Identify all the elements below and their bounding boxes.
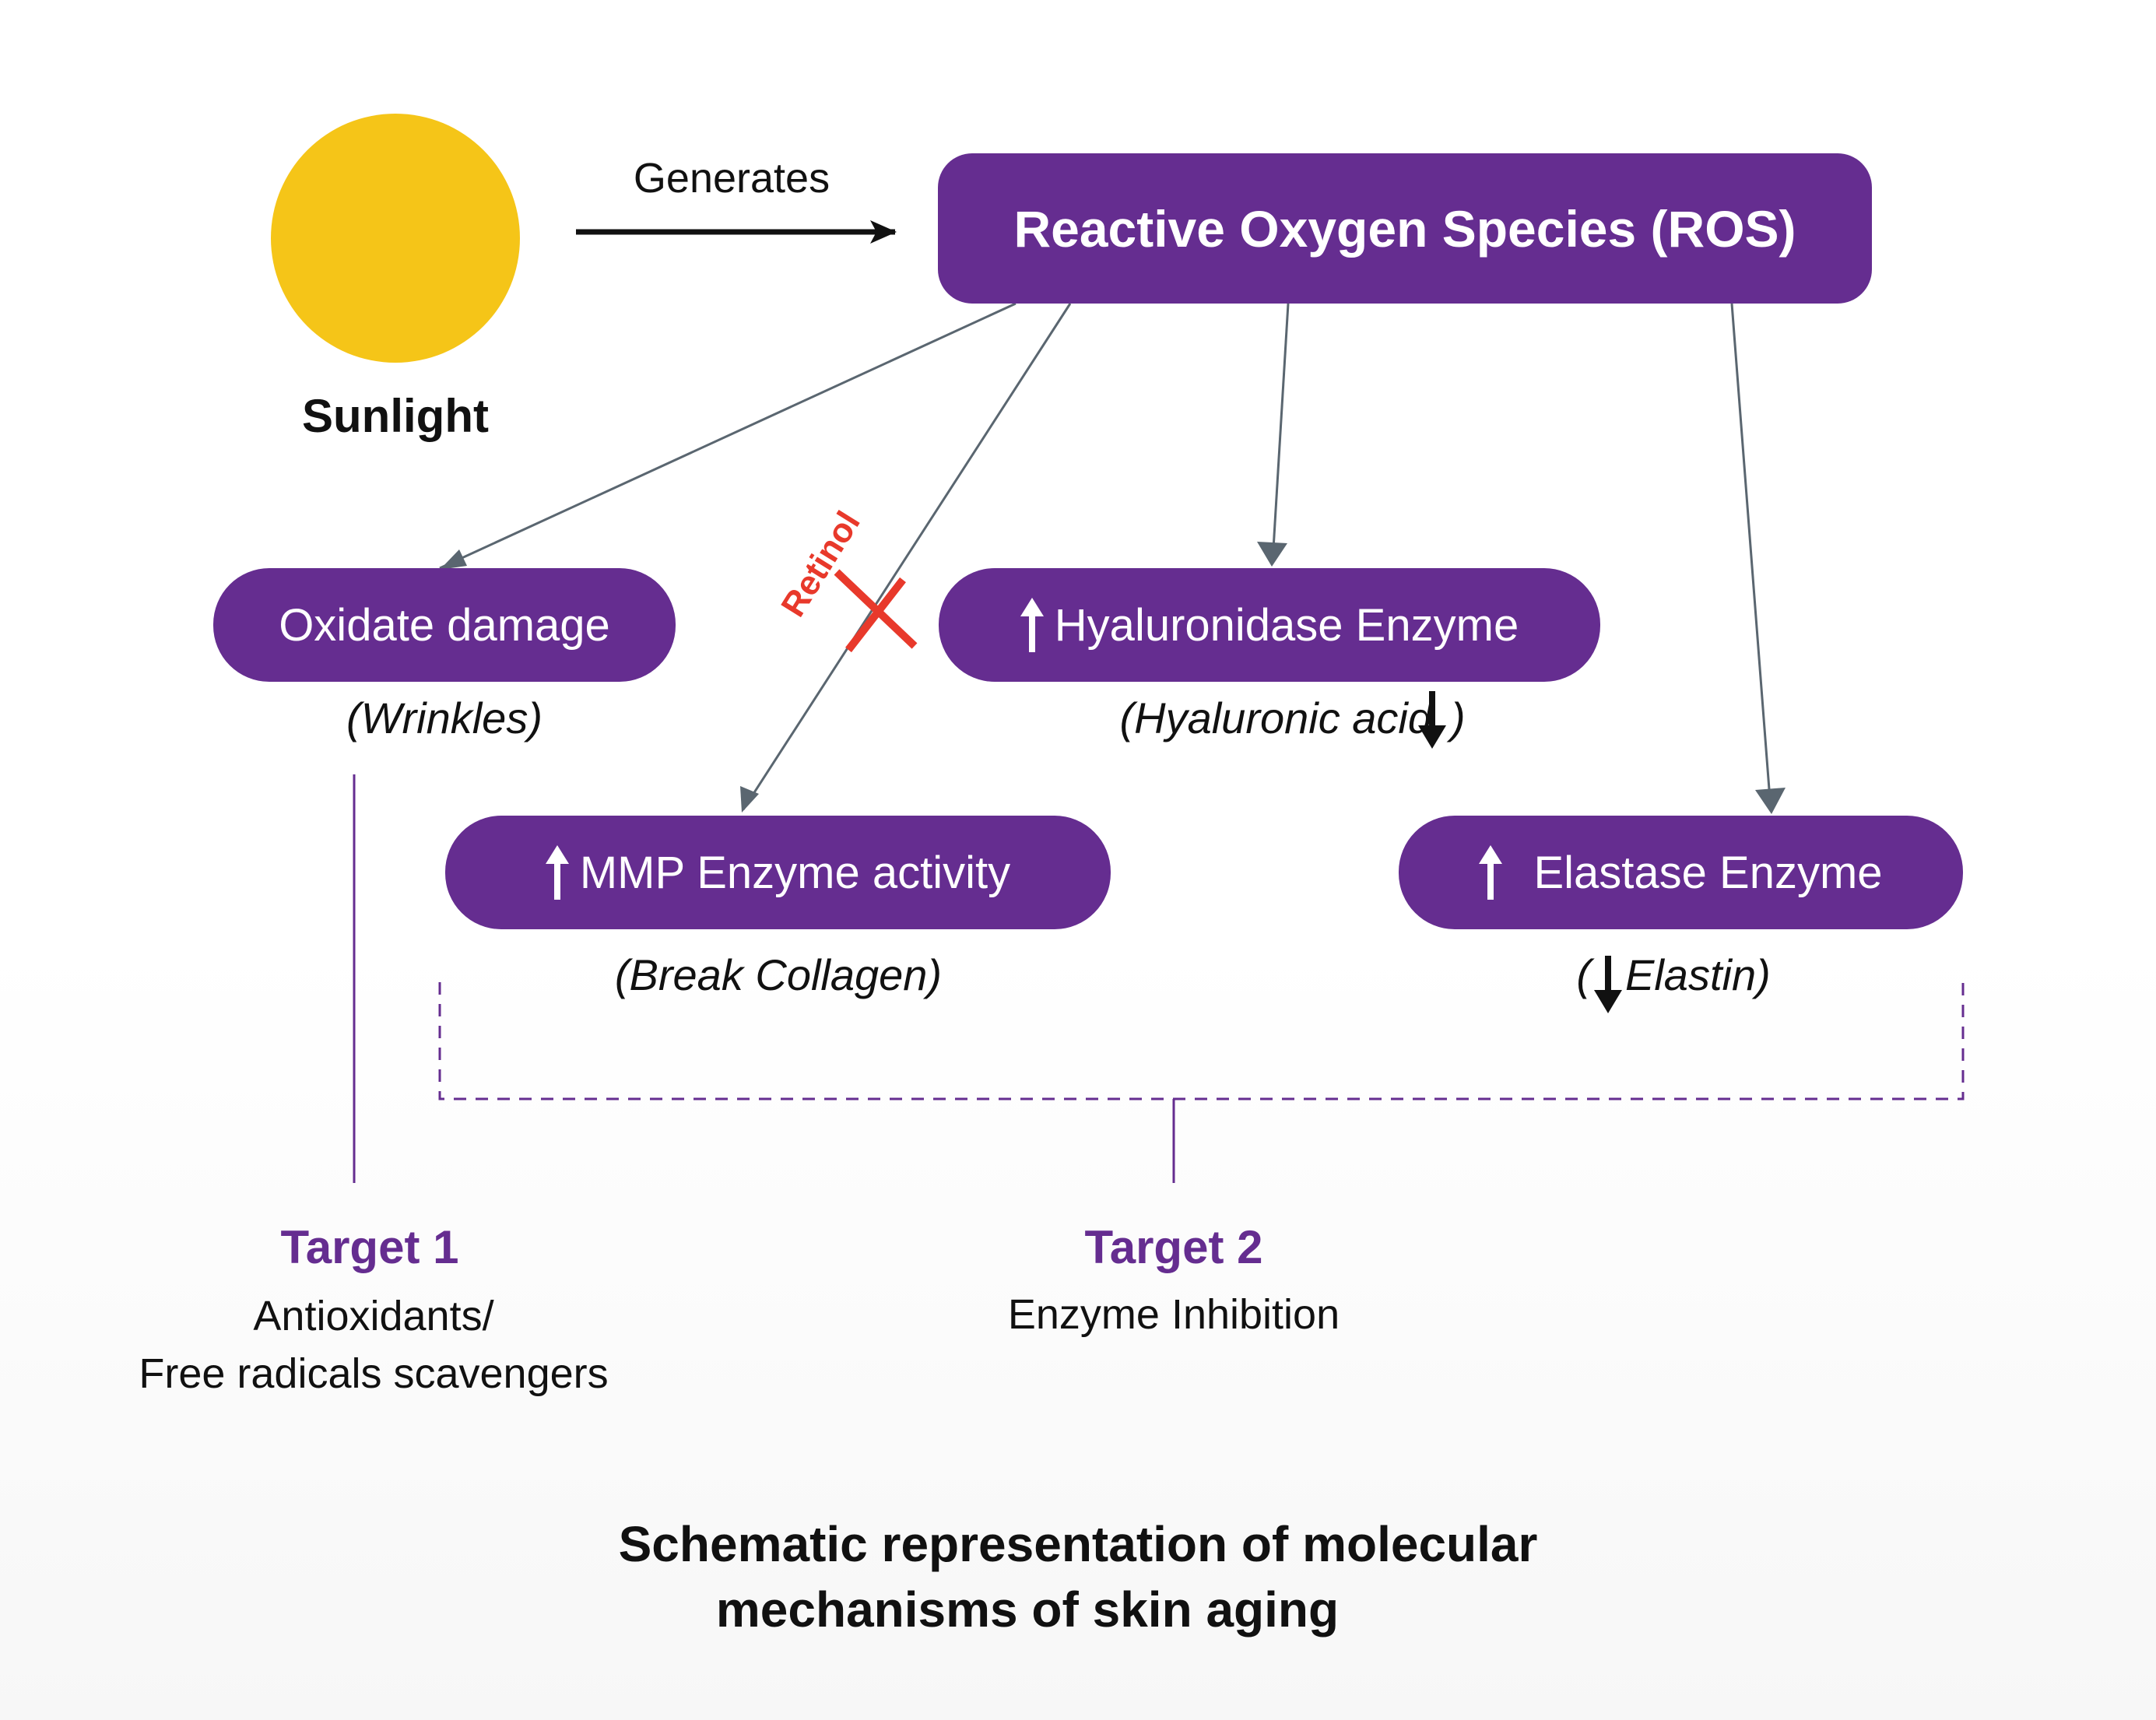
arrowhead-mmp bbox=[740, 786, 759, 813]
down-arrow-hyaluronic-icon bbox=[1418, 691, 1446, 749]
oxidate-damage-label: Oxidate damage bbox=[279, 599, 610, 651]
down-arrow-elastin-icon bbox=[1594, 956, 1622, 1013]
up-arrow-icon bbox=[1479, 845, 1503, 900]
elastin-caption: Elastin) bbox=[1625, 950, 1828, 1000]
diagram-title-line1: Schematic representation of molecular bbox=[618, 1516, 1538, 1572]
sun-label: Sunlight bbox=[302, 390, 489, 442]
target1-desc-line1: Antioxidants/ bbox=[253, 1293, 494, 1339]
break-collagen-caption: (Break Collagen) bbox=[614, 950, 943, 999]
arrow-ros-to-hyaluronidase bbox=[1271, 303, 1290, 563]
target1-desc-line2: Free radicals scavengers bbox=[139, 1350, 609, 1397]
arrowhead-hyaluronidase bbox=[1257, 542, 1287, 567]
hyaluronic-acid-caption-close: ) bbox=[1451, 693, 1482, 743]
up-arrow-icon bbox=[1020, 598, 1044, 652]
elastase-label: Elastase Enzyme bbox=[1533, 847, 1883, 898]
hyaluronidase-label: Hyaluronidase Enzyme bbox=[1054, 599, 1519, 651]
hyaluronidase-node: Hyaluronidase Enzyme bbox=[939, 568, 1600, 682]
mmp-label: MMP Enzyme activity bbox=[579, 847, 1011, 898]
ros-node: Reactive Oxygen Species (ROS) bbox=[938, 153, 1872, 304]
up-arrow-icon bbox=[545, 845, 569, 900]
target1-title: Target 1 bbox=[280, 1221, 459, 1273]
elastase-node: Elastase Enzyme bbox=[1399, 816, 1963, 929]
generates-label: Generates bbox=[633, 155, 830, 202]
elastin-caption-open-text: ( bbox=[1576, 950, 1591, 999]
arrow-ros-to-elastase bbox=[1730, 303, 1772, 810]
arrowhead-oxidate bbox=[440, 549, 467, 570]
arrowhead-elastase bbox=[1755, 788, 1786, 814]
elastin-caption-open: ( bbox=[1557, 950, 1591, 1000]
ros-label: Reactive Oxygen Species (ROS) bbox=[1013, 199, 1796, 258]
mmp-node: MMP Enzyme activity bbox=[445, 816, 1111, 929]
sun-icon bbox=[271, 114, 520, 363]
diagram-title-line2: mechanisms of skin aging bbox=[715, 1581, 1340, 1638]
oxidate-damage-node: Oxidate damage bbox=[213, 568, 676, 682]
hyaluronic-acid-caption-text: (Hyaluronic acid bbox=[1119, 693, 1433, 742]
target2-bracket bbox=[438, 982, 1965, 1100]
hyaluronic-acid-caption: (Hyaluronic acid bbox=[1043, 693, 1433, 743]
arrow-ros-to-oxidate bbox=[439, 302, 1017, 570]
arrow-ros-to-mmp bbox=[742, 303, 1072, 810]
inhibition-x-icon bbox=[834, 569, 918, 653]
target2-desc-line1: Enzyme Inhibition bbox=[1007, 1291, 1340, 1338]
target2-title: Target 2 bbox=[1084, 1221, 1263, 1273]
hyaluronic-acid-caption-close-text: ) bbox=[1451, 693, 1466, 742]
elastin-caption-text: Elastin) bbox=[1625, 950, 1771, 999]
wrinkles-caption: (Wrinkles) bbox=[346, 693, 543, 742]
